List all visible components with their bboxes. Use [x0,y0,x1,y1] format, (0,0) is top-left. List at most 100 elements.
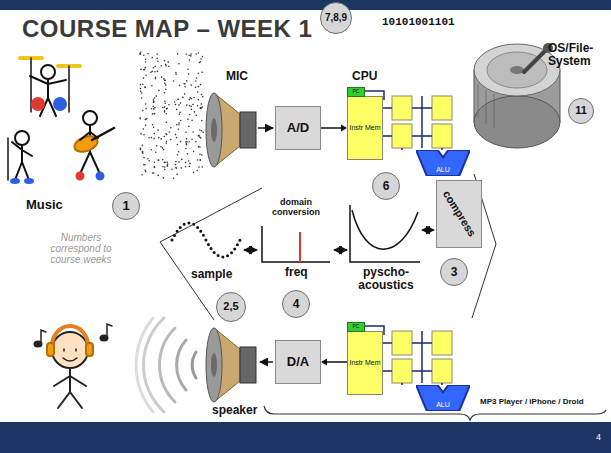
converter-box: A/D [275,106,321,150]
sound-dot [185,141,187,143]
sound-dot [144,86,146,88]
sound-dot [180,120,182,122]
node-text: 6 [383,180,390,193]
hard-disk [474,43,560,148]
sound-dot [195,86,197,88]
sound-dot [144,164,146,166]
alu-block: ALU [416,150,470,176]
sound-dot [189,99,191,101]
sound-dot [145,119,147,121]
sound-dot [182,97,184,99]
sound-dot [164,162,166,164]
sound-dot [142,84,144,86]
sound-dot [163,177,165,179]
sound-dot [193,97,195,99]
sound-dot [151,108,153,110]
sound-dot [201,94,203,96]
sound-dot [140,88,142,90]
sound-dot [165,84,167,86]
sound-dot [181,167,183,169]
sound-dot [176,174,178,176]
sound-dot [156,145,158,147]
sound-dot [158,159,160,161]
sound-dot [164,83,166,85]
connector-arrow [321,359,347,366]
sound-dot [154,113,156,115]
sound-dot [155,151,157,153]
sound-dot [166,141,168,143]
sound-dot [198,146,200,148]
sound-dot [153,99,155,101]
sound-dot [185,148,187,150]
sound-dot [162,166,164,168]
sound-dot [186,144,188,146]
sound-dot [145,125,147,127]
sound-dot [155,95,157,97]
sound-dot [196,77,198,79]
sound-dot [200,159,202,161]
sound-dot [188,160,190,162]
sound-dot [148,137,150,139]
sound-dot [154,113,156,115]
callout-number: 7,8,9 [320,2,352,34]
node-text: D/A [287,355,309,369]
page-number: 4 [596,433,601,443]
sound-dot [187,119,189,121]
sound-dot [196,115,198,117]
compress-box: compress [436,180,482,248]
sound-dot [200,159,202,161]
sound-dot [191,98,193,100]
sound-dot [175,104,177,106]
sound-dot [198,72,200,74]
sound-dot [171,169,173,171]
connector-line [321,127,342,129]
sound-dot [198,135,200,137]
sound-dot [200,137,202,139]
sound-dot [166,121,168,123]
node-text: 1 [122,199,129,213]
sound-dot [187,153,189,155]
slide-title: COURSE MAP – WEEK 1 [22,16,312,42]
sound-dot [158,90,160,92]
sound-dot [153,101,155,103]
mic-arrow [258,127,273,129]
callout-number: 6 [372,172,400,200]
device-label: MP3 Player / iPhone / Droid [480,398,584,407]
sound-dot [200,107,202,109]
sound-dot [199,129,201,131]
sound-dot [165,142,167,144]
sound-dot [164,100,166,102]
sound-dot [200,107,202,109]
note-text: Numbers correspond to course weeks [38,232,124,265]
sound-dot [140,84,142,86]
sound-dot [189,163,191,165]
pc-register: PC [347,87,365,97]
sound-dot [143,157,145,159]
sound-dot [164,110,166,112]
sound-dot [160,138,162,140]
sound-dot [154,161,156,163]
sound-dot [165,113,167,115]
sound-dot [188,73,190,75]
sound-dot [190,53,192,55]
sound-dot [145,118,147,120]
step-label: sample [191,268,232,281]
sound-dot [202,56,204,58]
sound-dot [139,117,141,119]
sound-dot [191,120,193,122]
sound-dot [199,146,201,148]
sound-dot [195,80,197,82]
sound-dot [177,144,179,146]
sound-dot [153,102,155,104]
sound-dot [189,59,191,61]
sound-dot [175,73,177,75]
sound-dot [164,106,166,108]
sound-dot [201,71,203,73]
callout-number: 3 [440,258,468,286]
sound-dot [170,139,172,141]
sound-dot [157,129,159,131]
sound-dot [184,86,186,88]
sound-dot [143,77,145,79]
callout-number: 4 [282,290,310,318]
